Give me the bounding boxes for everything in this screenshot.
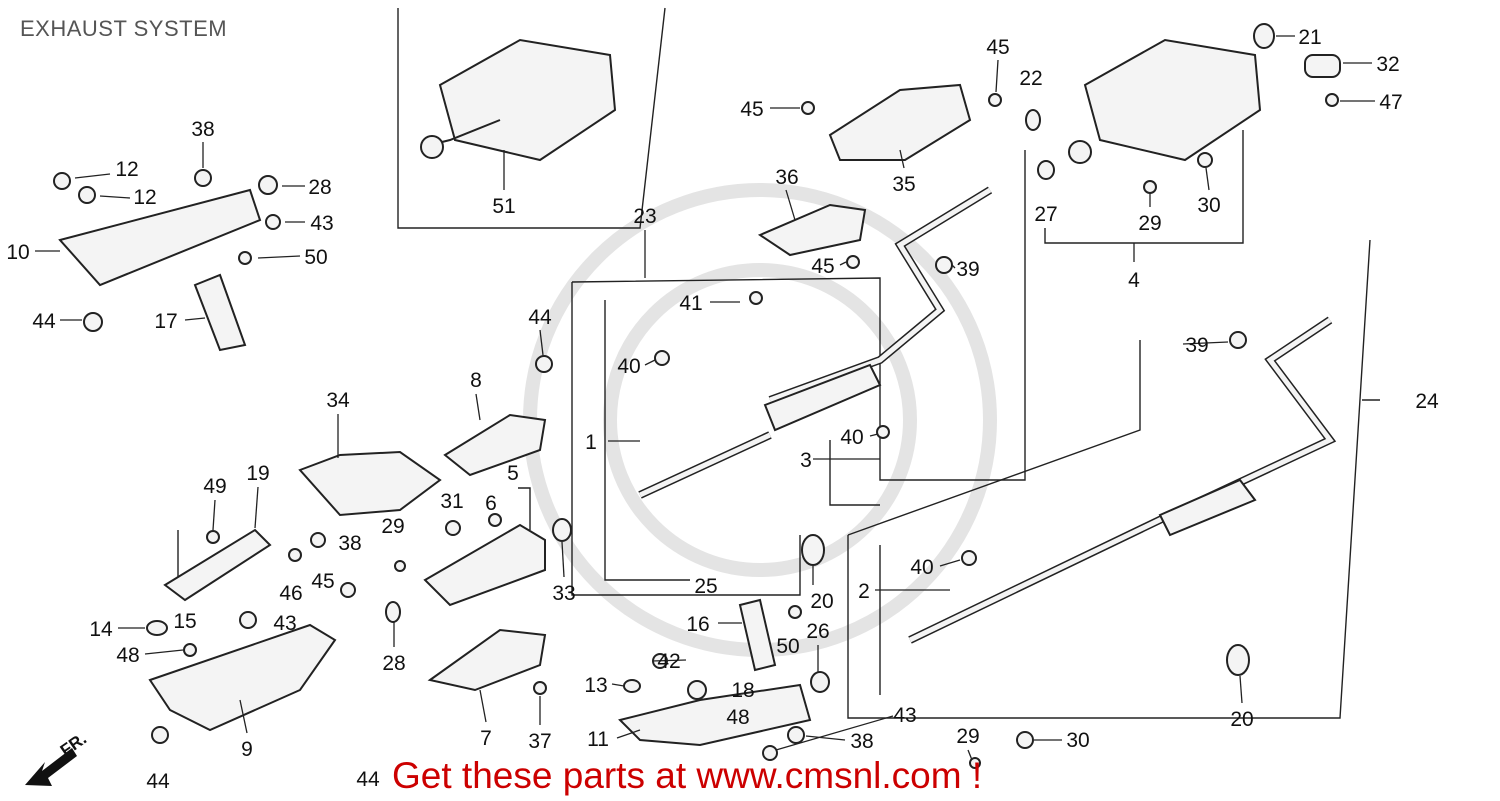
- callout-9: 9: [241, 738, 253, 761]
- callout-28: 28: [382, 652, 405, 675]
- callout-6: 6: [485, 492, 497, 515]
- bracket-17: [193, 273, 247, 352]
- callout-46: 46: [279, 582, 302, 605]
- callout-8: 8: [470, 369, 482, 392]
- bracket-19: [163, 528, 272, 602]
- callout-43: 43: [310, 212, 333, 235]
- callout-40: 40: [617, 355, 640, 378]
- callout-20: 20: [1230, 708, 1253, 731]
- callout-42: 42: [657, 650, 680, 673]
- callout-15: 15: [173, 610, 196, 633]
- callout-34: 34: [326, 389, 350, 412]
- callout-30: 30: [1066, 729, 1089, 752]
- callout-45: 45: [311, 570, 334, 593]
- callout-16: 16: [686, 613, 709, 636]
- callout-50: 50: [776, 635, 799, 658]
- callout-4: 4: [1128, 269, 1140, 292]
- callout-29: 29: [381, 515, 404, 538]
- callout-26: 26: [806, 620, 829, 643]
- callout-43: 43: [273, 612, 296, 635]
- promo-link[interactable]: Get these parts at www.cmsnl.com !: [392, 755, 983, 796]
- callout-32: 32: [1376, 53, 1399, 76]
- callout-38: 38: [191, 118, 214, 141]
- callout-14: 14: [89, 618, 113, 641]
- callout-48: 48: [116, 644, 139, 667]
- callout-44: 44: [528, 306, 552, 329]
- callout-38: 38: [338, 532, 361, 555]
- watermark-logo: [523, 183, 997, 657]
- callout-3: 3: [800, 449, 812, 472]
- callout-30: 30: [1197, 194, 1220, 217]
- callout-33: 33: [552, 582, 575, 605]
- diagram-title: EXHAUST SYSTEM: [20, 16, 228, 41]
- front-direction-arrow: [25, 748, 77, 786]
- callout-45: 45: [811, 255, 834, 278]
- callout-20: 20: [810, 590, 833, 613]
- callout-22: 22: [1019, 67, 1042, 90]
- callout-10: 10: [6, 241, 29, 264]
- callout-40: 40: [840, 426, 863, 449]
- heat-shield-7: [427, 628, 547, 692]
- callout-39: 39: [1185, 334, 1208, 357]
- front-pipe-9: [148, 623, 337, 732]
- callout-29: 29: [1138, 212, 1161, 235]
- callout-37: 37: [528, 730, 551, 753]
- muffler-51: [438, 38, 617, 162]
- callout-47: 47: [1379, 91, 1402, 114]
- callout-45: 45: [740, 98, 763, 121]
- callout-25: 25: [694, 575, 717, 598]
- callout-17: 17: [154, 310, 177, 333]
- callout-2: 2: [858, 580, 870, 603]
- callout-19: 19: [246, 462, 269, 485]
- callout-44: 44: [146, 770, 170, 793]
- callout-12: 12: [133, 186, 156, 209]
- heat-shield-35: [828, 83, 972, 161]
- resonator-23: [763, 363, 882, 432]
- callout-28: 28: [308, 176, 331, 199]
- front-pipe-10: [58, 188, 262, 287]
- callout-27: 27: [1034, 203, 1057, 226]
- resonator-24: [1158, 478, 1257, 537]
- callout-35: 35: [892, 173, 915, 196]
- callout-21: 21: [1298, 26, 1321, 49]
- bracket-16: [738, 598, 777, 672]
- callout-13: 13: [584, 674, 607, 697]
- callout-36: 36: [775, 166, 798, 189]
- callout-44: 44: [32, 310, 56, 333]
- callout-5: 5: [507, 462, 519, 485]
- callout-29: 29: [956, 725, 979, 748]
- callout-12: 12: [115, 158, 138, 181]
- muffler-4: [1083, 38, 1262, 162]
- callout-39: 39: [956, 258, 979, 281]
- heat-shield-36: [757, 203, 867, 257]
- callout-11: 11: [587, 728, 609, 751]
- callout-43: 43: [893, 704, 916, 727]
- callout-51: 51: [492, 195, 515, 218]
- callout-31: 31: [440, 490, 463, 513]
- parts: [53, 23, 1341, 769]
- callout-7: 7: [480, 727, 492, 750]
- converter-8: [443, 413, 547, 477]
- callout-23: 23: [633, 205, 656, 228]
- callout-24: 24: [1415, 390, 1439, 413]
- callout-1: 1: [585, 431, 597, 454]
- callout-18: 18: [731, 679, 754, 702]
- callout-38: 38: [850, 730, 873, 753]
- callout-41: 41: [679, 292, 702, 315]
- callout-50: 50: [304, 246, 327, 269]
- front-pipe-11: [618, 683, 812, 747]
- callout-40: 40: [910, 556, 933, 579]
- heat-shield-34: [298, 450, 442, 517]
- leader-lines: [35, 35, 1375, 761]
- catalytic-converter-5: [423, 523, 546, 607]
- callout-48: 48: [726, 706, 749, 729]
- callout-49: 49: [203, 475, 226, 498]
- callout-45: 45: [986, 36, 1009, 59]
- callout-44: 44: [356, 768, 380, 791]
